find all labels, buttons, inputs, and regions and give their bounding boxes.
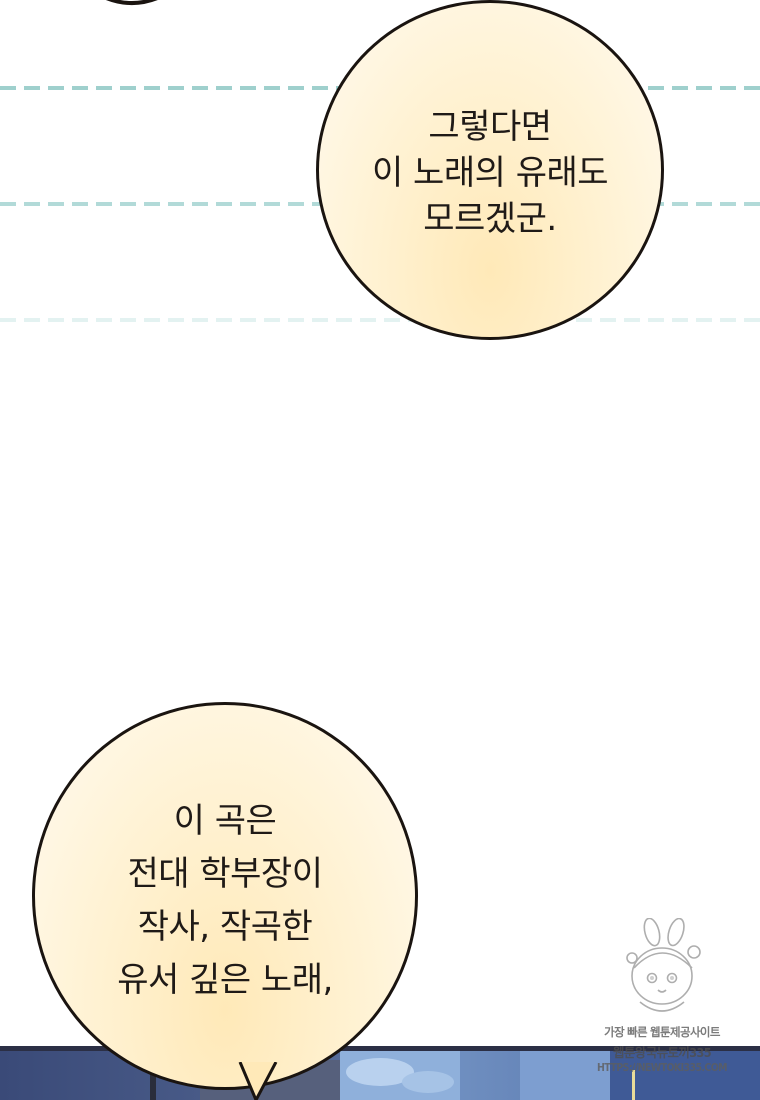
- speech-bubble-tail: [238, 1062, 278, 1100]
- watermark-url: HTTPS://NEWTOKI335.COM: [596, 1062, 728, 1074]
- speech-bubble-top-text: 그렇다면 이 노래의 유래도 모르겠군.: [371, 98, 609, 242]
- bubble-line: 전대 학부장이: [127, 854, 323, 894]
- speech-bubble-top: 그렇다면 이 노래의 유래도 모르겠군.: [316, 0, 664, 340]
- bubble-line: 모르겠군.: [423, 199, 557, 239]
- speech-bubble-bottom: 이 곡은 전대 학부장이 작사, 작곡한 유서 깊은 노래,: [32, 702, 418, 1090]
- bubble-line: 그렇다면: [428, 107, 552, 147]
- previous-bubble-edge: [106, 0, 158, 5]
- bubble-line: 작사, 작곡한: [137, 907, 313, 947]
- bubble-line: 이 곡은: [173, 801, 277, 841]
- watermark-site-name: 웹툰왕국뉴토끼335: [613, 1045, 712, 1060]
- site-watermark: 가장 빠른 웹툰제공사이트 웹툰왕국뉴토끼335 HTTPS://NEWTOKI…: [592, 918, 732, 1088]
- bubble-line: 유서 깊은 노래,: [117, 960, 333, 1000]
- watermark-tagline: 가장 빠른 웹툰제공사이트: [604, 1025, 720, 1039]
- bubble-line: 이 노래의 유래도: [371, 153, 609, 193]
- speech-bubble-bottom-text: 이 곡은 전대 학부장이 작사, 작곡한 유서 깊은 노래,: [117, 785, 333, 1007]
- rabbit-mascot-icon: [626, 918, 701, 1012]
